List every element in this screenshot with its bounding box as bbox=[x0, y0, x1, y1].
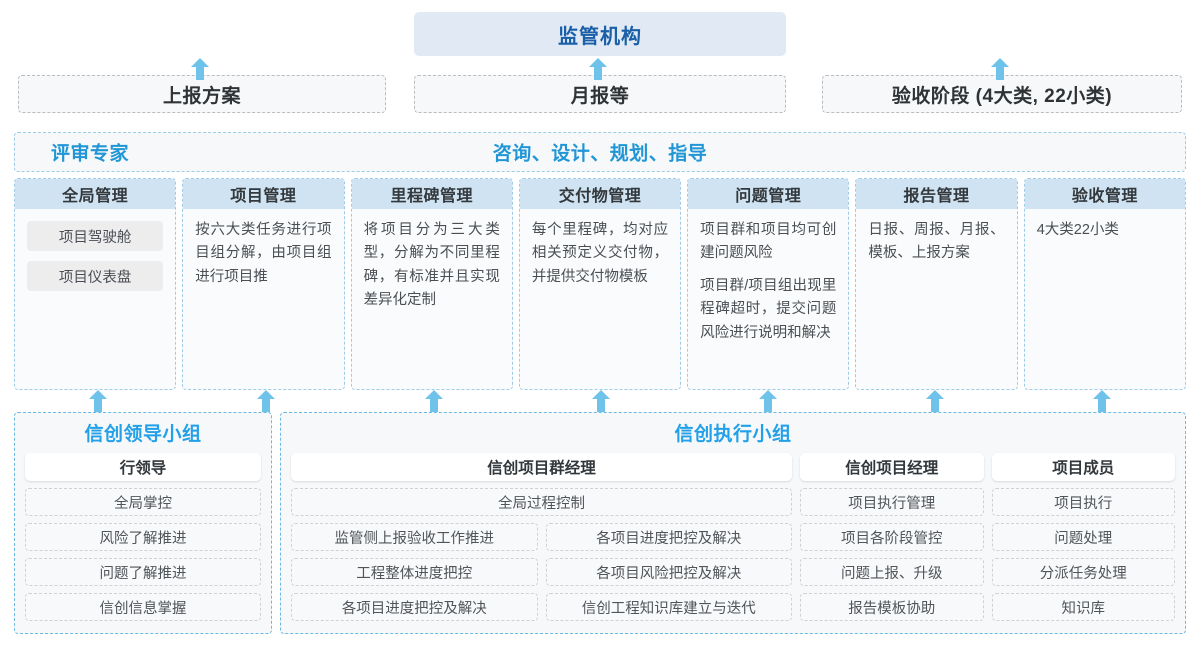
module-milestone-management[interactable]: 里程碑管理 将项目分为三大类型，分解为不同里程碑，有标准并且实现差异化定制 bbox=[350, 178, 513, 390]
role-item[interactable]: 报告模板协助 bbox=[800, 593, 984, 621]
module-project-management[interactable]: 项目管理 按六大类任务进行项目组分解，由项目组进行项目推 bbox=[182, 178, 345, 390]
role-column-program-manager: 信创项目群经理 全局过程控制 监管侧上报验收工作推进 工程整体进度把控 各项目进… bbox=[291, 453, 792, 623]
role-item[interactable]: 知识库 bbox=[991, 593, 1175, 621]
role-item[interactable]: 问题了解推进 bbox=[25, 558, 261, 586]
bottom-panels: 信创领导小组 行领导 全局掌控 风险了解推进 问题了解推进 信创信息掌握 信创执… bbox=[14, 412, 1186, 634]
role-item[interactable]: 风险了解推进 bbox=[25, 523, 261, 551]
report-box-monthly: 月报等 bbox=[414, 75, 786, 113]
role-item[interactable]: 项目各阶段管控 bbox=[800, 523, 984, 551]
module-paragraph: 每个里程碑，均对应相关预定义交付物，并提供交付物模板 bbox=[531, 222, 669, 285]
role-column-project-member: 项目成员 项目执行 问题处理 分派任务处理 知识库 bbox=[991, 453, 1175, 623]
role-column-project-manager: 信创项目经理 项目执行管理 项目各阶段管控 问题上报、升级 报告模板协助 bbox=[800, 453, 984, 623]
role-subcolumn-right: 各项目进度把控及解决 各项目风险把控及解决 信创工程知识库建立与迭代 bbox=[545, 523, 792, 621]
role-header-bank-leader[interactable]: 行领导 bbox=[25, 453, 261, 481]
arrow-up-icon bbox=[1092, 390, 1112, 412]
panel-title: 信创执行小组 bbox=[674, 424, 792, 445]
advisory-band: 评审专家 咨询、设计、规划、指导 bbox=[14, 132, 1186, 172]
module-title: 项目管理 bbox=[183, 179, 344, 209]
module-paragraph: 项目群和项目均可创建问题风险 bbox=[700, 222, 837, 262]
report-box-plan: 上报方案 bbox=[18, 75, 386, 113]
arrow-up-icon bbox=[758, 390, 778, 412]
module-deliverable-management[interactable]: 交付物管理 每个里程碑，均对应相关预定义交付物，并提供交付物模板 bbox=[518, 178, 682, 390]
arrow-up-icon bbox=[88, 390, 108, 412]
module-title: 报告管理 bbox=[856, 179, 1017, 209]
role-item[interactable]: 各项目风险把控及解决 bbox=[545, 558, 792, 586]
arrow-up-icon bbox=[256, 390, 276, 412]
module-pill[interactable]: 项目仪表盘 bbox=[27, 261, 164, 291]
module-paragraph: 项目群/项目组出现里程碑超时，提交问题风险进行说明和解决 bbox=[700, 277, 837, 341]
regulator-label: 监管机构 bbox=[558, 25, 642, 48]
role-item[interactable]: 监管侧上报验收工作推进 bbox=[291, 523, 538, 551]
advisory-center-label: 咨询、设计、规划、指导 bbox=[492, 143, 708, 165]
role-header-project-manager[interactable]: 信创项目经理 bbox=[800, 453, 984, 481]
role-item[interactable]: 各项目进度把控及解决 bbox=[291, 593, 538, 621]
panel-execution-group: 信创执行小组 信创项目群经理 全局过程控制 监管侧上报验收工作推进 工程整体进度… bbox=[280, 412, 1186, 634]
report-box-label: 验收阶段 (4大类, 22小类) bbox=[891, 85, 1113, 107]
role-item[interactable]: 信创信息掌握 bbox=[25, 593, 261, 621]
role-item[interactable]: 项目执行 bbox=[991, 488, 1175, 516]
advisory-left-label: 评审专家 bbox=[51, 143, 130, 165]
arrow-up-icon bbox=[591, 390, 611, 412]
module-title: 全局管理 bbox=[15, 179, 176, 209]
role-subcolumn-left: 监管侧上报验收工作推进 工程整体进度把控 各项目进度把控及解决 bbox=[291, 523, 538, 621]
role-item[interactable]: 问题处理 bbox=[991, 523, 1175, 551]
role-item[interactable]: 工程整体进度把控 bbox=[291, 558, 538, 586]
role-item[interactable]: 全局掌控 bbox=[25, 488, 261, 516]
panel-leadership-group: 信创领导小组 行领导 全局掌控 风险了解推进 问题了解推进 信创信息掌握 bbox=[14, 412, 272, 634]
module-acceptance-management[interactable]: 验收管理 4大类22小类 bbox=[1023, 178, 1186, 390]
arrow-up-icon bbox=[190, 58, 210, 80]
role-header-program-manager[interactable]: 信创项目群经理 bbox=[291, 453, 792, 481]
module-columns: 全局管理 项目驾驶舱 项目仪表盘 项目管理 按六大类任务进行项目组分解，由项目组… bbox=[14, 178, 1186, 390]
module-global-management[interactable]: 全局管理 项目驾驶舱 项目仪表盘 bbox=[14, 178, 177, 390]
module-paragraph: 按六大类任务进行项目组分解，由项目组进行项目推 bbox=[195, 222, 332, 285]
module-paragraph: 日报、周报、月报、模板、上报方案 bbox=[868, 222, 1005, 262]
role-item[interactable]: 项目执行管理 bbox=[800, 488, 984, 516]
module-title: 里程碑管理 bbox=[351, 179, 512, 209]
role-item[interactable]: 各项目进度把控及解决 bbox=[545, 523, 792, 551]
role-item[interactable]: 信创工程知识库建立与迭代 bbox=[545, 593, 792, 621]
regulator-box: 监管机构 bbox=[414, 12, 786, 56]
report-box-label: 上报方案 bbox=[162, 85, 241, 107]
report-box-acceptance: 验收阶段 (4大类, 22小类) bbox=[822, 75, 1182, 113]
arrow-up-icon bbox=[990, 58, 1010, 80]
report-box-label: 月报等 bbox=[570, 85, 630, 107]
module-paragraph: 4大类22小类 bbox=[1036, 222, 1119, 238]
module-issue-management[interactable]: 问题管理 项目群和项目均可创建问题风险 项目群/项目组出现里程碑超时，提交问题风… bbox=[687, 178, 850, 390]
module-title: 交付物管理 bbox=[519, 179, 681, 209]
module-paragraph: 将项目分为三大类型，分解为不同里程碑，有标准并且实现差异化定制 bbox=[363, 222, 500, 309]
module-title: 验收管理 bbox=[1024, 179, 1185, 209]
arrow-up-icon bbox=[424, 390, 444, 412]
arrow-up-icon bbox=[925, 390, 945, 412]
module-pill[interactable]: 项目驾驶舱 bbox=[27, 221, 164, 251]
arrow-up-icon bbox=[588, 58, 608, 80]
role-header-project-member[interactable]: 项目成员 bbox=[991, 453, 1175, 481]
panel-title: 信创领导小组 bbox=[84, 424, 202, 445]
module-report-management[interactable]: 报告管理 日报、周报、月报、模板、上报方案 bbox=[855, 178, 1018, 390]
module-title: 问题管理 bbox=[688, 179, 849, 209]
role-item[interactable]: 问题上报、升级 bbox=[800, 558, 984, 586]
role-item[interactable]: 分派任务处理 bbox=[991, 558, 1175, 586]
role-item-global-process-control[interactable]: 全局过程控制 bbox=[291, 488, 792, 516]
